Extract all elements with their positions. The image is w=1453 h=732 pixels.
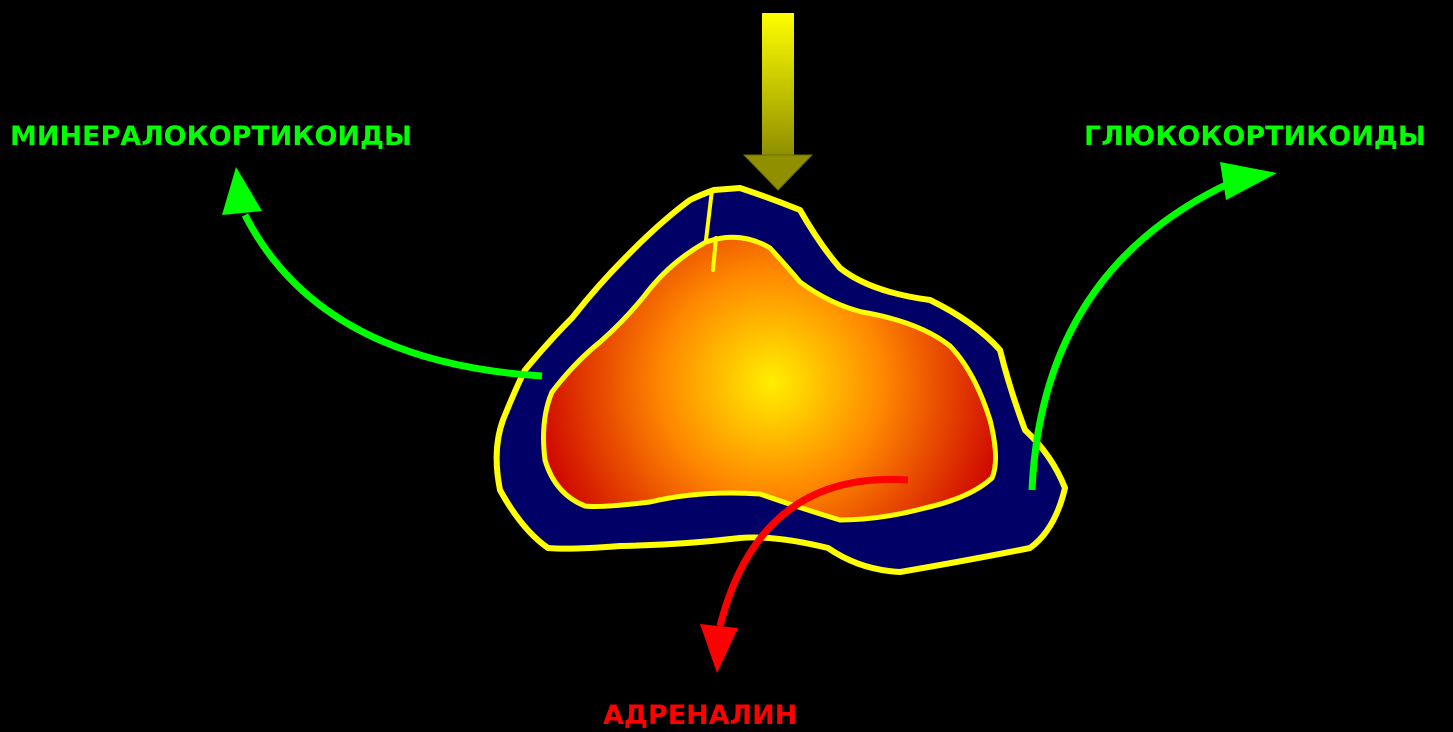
- mineralocorticoids-arrow: [222, 167, 542, 376]
- glucocorticoids-label: ГЛЮКОКОРТИКОИДЫ: [1084, 121, 1426, 153]
- adrenaline-label: АДРЕНАЛИН: [603, 700, 797, 732]
- left-arrow-head: [222, 167, 262, 215]
- right-arrow-head: [1220, 162, 1277, 200]
- top-arrow-shaft: [762, 13, 794, 155]
- red-arrow-head: [700, 624, 738, 673]
- right-arrow-curve: [1032, 182, 1232, 490]
- top-arrow-head: [744, 155, 812, 190]
- glucocorticoids-arrow: [1032, 162, 1277, 490]
- mineralocorticoids-label: МИНЕРАЛОКОРТИКОИДЫ: [10, 121, 412, 153]
- top-input-arrow: [744, 13, 812, 190]
- left-arrow-curve: [245, 215, 542, 376]
